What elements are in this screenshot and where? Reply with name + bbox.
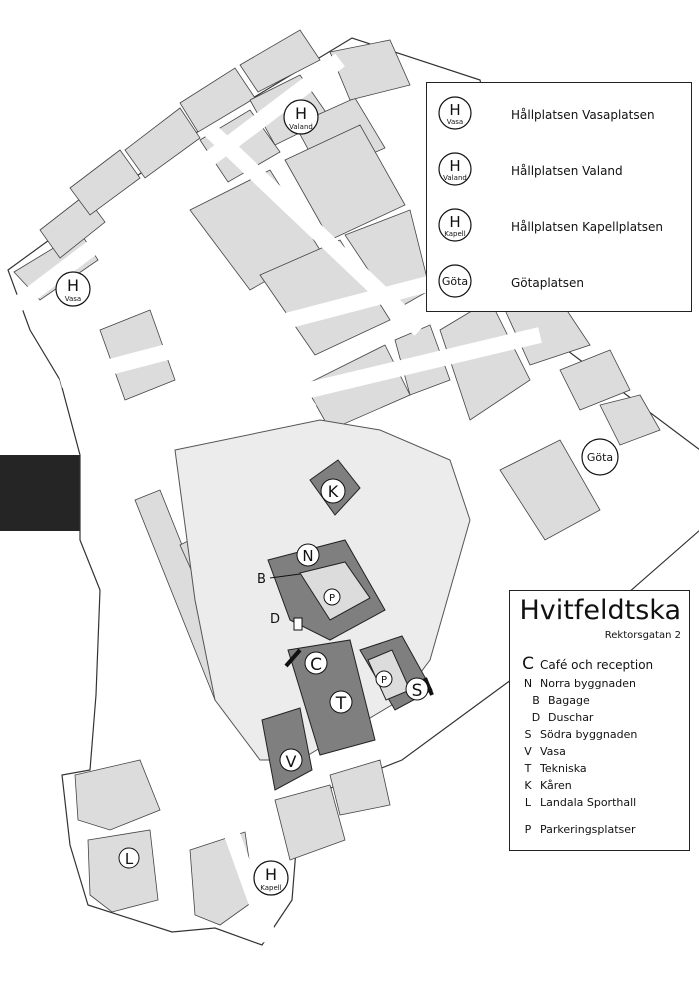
marker-T-label: T bbox=[335, 694, 347, 714]
stop-kapell-code: H bbox=[265, 865, 277, 884]
legend-item-vasaplatsen: H Vasa Hållplatsen Vasaplatsen bbox=[427, 95, 691, 135]
key-item-n: N Norra byggnaden bbox=[522, 677, 636, 690]
stop-gota[interactable]: Göta bbox=[581, 438, 619, 476]
key-code-n: N bbox=[523, 677, 533, 690]
marker-L[interactable]: L bbox=[118, 847, 140, 869]
key-code-c: C bbox=[522, 654, 534, 674]
key-label-d: Duschar bbox=[548, 711, 594, 724]
legend-label-kapellplatsen: Hållplatsen Kapellplatsen bbox=[511, 220, 664, 234]
pointer-D[interactable]: D bbox=[270, 612, 303, 631]
stop-vasa-icon: H Vasa bbox=[438, 96, 472, 130]
stop-vasa[interactable]: H Vasa bbox=[55, 271, 91, 307]
marker-L-label: L bbox=[125, 850, 134, 868]
building-key: Hvitfeldtska Rektorsgatan 2 C Café och re… bbox=[509, 590, 690, 851]
key-code-d: D bbox=[531, 711, 541, 724]
stop-kapell[interactable]: H Kapell bbox=[253, 860, 289, 896]
entrance-marks bbox=[284, 648, 434, 696]
marker-K-label: K bbox=[328, 482, 339, 501]
key-code-v: V bbox=[524, 745, 532, 758]
marker-N[interactable]: N bbox=[296, 543, 320, 567]
key-title: Hvitfeldtska bbox=[519, 595, 682, 626]
stop-valand-sub: Valand bbox=[289, 123, 313, 131]
key-label-v: Vasa bbox=[540, 745, 566, 758]
key-item-p: P Parkeringsplatser bbox=[522, 823, 636, 836]
key-item-l: L Landala Sporthall bbox=[522, 796, 636, 809]
pointer-B-label: B bbox=[257, 572, 266, 587]
key-label-l: Landala Sporthall bbox=[540, 796, 637, 809]
key-item-s: S Södra byggnaden bbox=[522, 728, 638, 741]
marker-P-north[interactable]: P bbox=[323, 588, 341, 606]
marker-P-south-label: P bbox=[381, 675, 387, 686]
marker-S-label: S bbox=[412, 681, 423, 701]
marker-V[interactable]: V bbox=[279, 748, 303, 772]
legend-label-vasaplatsen: Hållplatsen Vasaplatsen bbox=[511, 108, 655, 122]
stop-vasa-code: H bbox=[67, 276, 79, 295]
stops-legend: H Vasa Hållplatsen Vasaplatsen H Valand … bbox=[426, 82, 692, 312]
legend-item-kapellplatsen: H Kapell Hållplatsen Kapellplatsen bbox=[427, 207, 691, 247]
key-code-k: K bbox=[524, 779, 532, 792]
key-item-t: T Tekniska bbox=[522, 762, 587, 775]
key-address: Rektorsgatan 2 bbox=[604, 630, 681, 641]
legend-gota-code: Göta bbox=[442, 275, 468, 288]
pointer-B[interactable]: B bbox=[257, 572, 301, 587]
legend-kapell-code: H bbox=[449, 213, 460, 231]
marker-N-label: N bbox=[302, 547, 313, 565]
stop-kapell-icon: H Kapell bbox=[438, 208, 472, 242]
key-label-n: Norra byggnaden bbox=[540, 677, 636, 690]
key-code-s: S bbox=[524, 728, 532, 741]
legend-item-valand: H Valand Hållplatsen Valand bbox=[427, 151, 691, 191]
key-code-t: T bbox=[524, 762, 532, 775]
stop-kapell-sub: Kapell bbox=[260, 884, 281, 892]
key-item-k: K Kåren bbox=[522, 779, 572, 792]
legend-label-gotaplatsen: Götaplatsen bbox=[511, 276, 584, 290]
key-item-d: D Duschar bbox=[530, 711, 594, 724]
marker-C[interactable]: C bbox=[304, 651, 328, 675]
marker-P-south[interactable]: P bbox=[375, 670, 393, 688]
stop-gota-code: Göta bbox=[587, 451, 613, 464]
legend-vasa-sub: Vasa bbox=[447, 118, 463, 126]
stop-valand-icon: H Valand bbox=[438, 152, 472, 186]
key-label-c: Café och reception bbox=[540, 658, 654, 672]
key-code-p: P bbox=[524, 823, 532, 836]
streets bbox=[5, 53, 542, 943]
stop-gota-icon: Göta bbox=[438, 264, 472, 298]
marker-C-label: C bbox=[310, 655, 322, 675]
pointer-D-label: D bbox=[270, 612, 280, 627]
stop-vasa-sub: Vasa bbox=[65, 295, 81, 303]
legend-valand-sub: Valand bbox=[443, 174, 467, 182]
key-code-l: L bbox=[524, 796, 532, 809]
key-item-b: B Bagage bbox=[530, 694, 590, 707]
key-item-v: V Vasa bbox=[522, 745, 566, 758]
marker-S[interactable]: S bbox=[405, 677, 429, 701]
marker-V-label: V bbox=[286, 752, 297, 771]
marker-K[interactable]: K bbox=[320, 478, 346, 504]
stop-valand-code: H bbox=[295, 104, 307, 123]
key-item-c: C Café och reception bbox=[522, 654, 653, 674]
legend-vasa-code: H bbox=[449, 101, 460, 119]
key-label-k: Kåren bbox=[540, 779, 572, 792]
stop-valand[interactable]: H Valand bbox=[283, 99, 319, 135]
key-label-t: Tekniska bbox=[540, 762, 587, 775]
legend-kapell-sub: Kapell bbox=[444, 230, 465, 238]
key-label-b: Bagage bbox=[548, 694, 590, 707]
key-label-p: Parkeringsplatser bbox=[540, 823, 636, 836]
marker-T[interactable]: T bbox=[329, 690, 353, 714]
key-label-s: Södra byggnaden bbox=[540, 728, 638, 741]
key-code-b: B bbox=[532, 694, 540, 707]
legend-valand-code: H bbox=[449, 157, 460, 175]
legend-item-gotaplatsen: Göta Götaplatsen bbox=[427, 263, 691, 303]
legend-label-valand: Hållplatsen Valand bbox=[511, 164, 623, 178]
marker-P-north-label: P bbox=[329, 593, 335, 604]
